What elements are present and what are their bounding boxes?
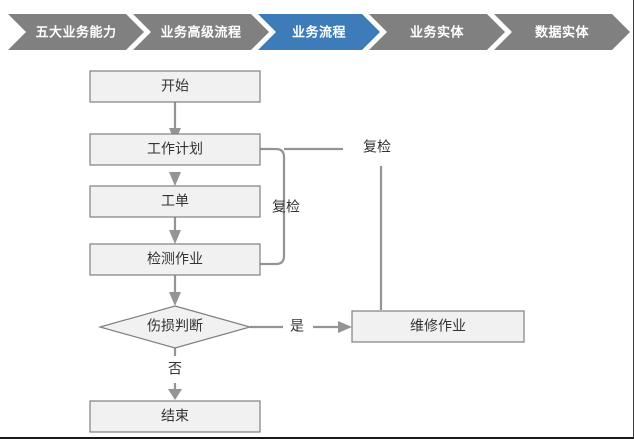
edge-decide-to-repair-yes	[250, 321, 352, 333]
breadcrumb-step-3-label: 业务实体	[410, 24, 465, 39]
flowchart: 复检 复检 是 否 开始 工作计划 工单 检	[0, 56, 633, 437]
node-work-plan[interactable]: 工作计划	[89, 133, 261, 166]
breadcrumb-step-3[interactable]: 业务实体	[369, 14, 505, 50]
breadcrumb-step-2-label: 业务流程	[292, 24, 346, 39]
edge-plan-to-order	[169, 172, 181, 186]
edge-inspect-to-decide	[169, 275, 181, 306]
node-inspection-task-label: 检测作业	[147, 251, 203, 267]
node-repair-task-label: 维修作业	[410, 318, 466, 334]
chevron-shape	[494, 14, 630, 50]
chevron-shape	[369, 14, 505, 50]
node-repair-task[interactable]: 维修作业	[351, 310, 525, 343]
node-damage-decision-label: 伤损判断	[147, 318, 203, 334]
edge-repair-to-plan-recheck	[284, 147, 383, 310]
edge-label-recheck-outer: 复检	[363, 139, 391, 155]
chevron-shape	[133, 14, 269, 50]
edge-label-recheck-inner: 复检	[272, 199, 300, 215]
breadcrumb-step-4-label: 数据实体	[535, 24, 590, 39]
node-work-order-label: 工单	[161, 193, 189, 209]
chevron-shape-active	[258, 14, 380, 50]
node-start[interactable]: 开始	[89, 70, 261, 103]
breadcrumb-step-1-label: 业务高级流程	[160, 24, 241, 39]
breadcrumb-step-4[interactable]: 数据实体	[494, 14, 630, 50]
node-end-label: 结束	[161, 408, 189, 424]
node-start-label: 开始	[161, 78, 189, 94]
breadcrumb-step-1[interactable]: 业务高级流程	[133, 14, 269, 50]
node-work-order[interactable]: 工单	[89, 185, 261, 218]
breadcrumb: 五大业务能力 业务高级流程 业务流程 业务实体 数据实体	[0, 14, 633, 50]
chevron-shape	[8, 14, 144, 50]
edge-label-no: 否	[168, 361, 182, 377]
node-damage-decision[interactable]: 伤损判断	[97, 305, 253, 349]
node-work-plan-label: 工作计划	[147, 141, 203, 157]
breadcrumb-step-0[interactable]: 五大业务能力	[8, 14, 144, 50]
breadcrumb-step-2[interactable]: 业务流程	[258, 14, 380, 50]
edge-label-yes: 是	[290, 318, 304, 334]
breadcrumb-step-0-label: 五大业务能力	[35, 24, 116, 39]
edge-order-to-inspect	[169, 217, 181, 244]
node-inspection-task[interactable]: 检测作业	[89, 243, 261, 276]
node-end[interactable]: 结束	[89, 400, 261, 433]
